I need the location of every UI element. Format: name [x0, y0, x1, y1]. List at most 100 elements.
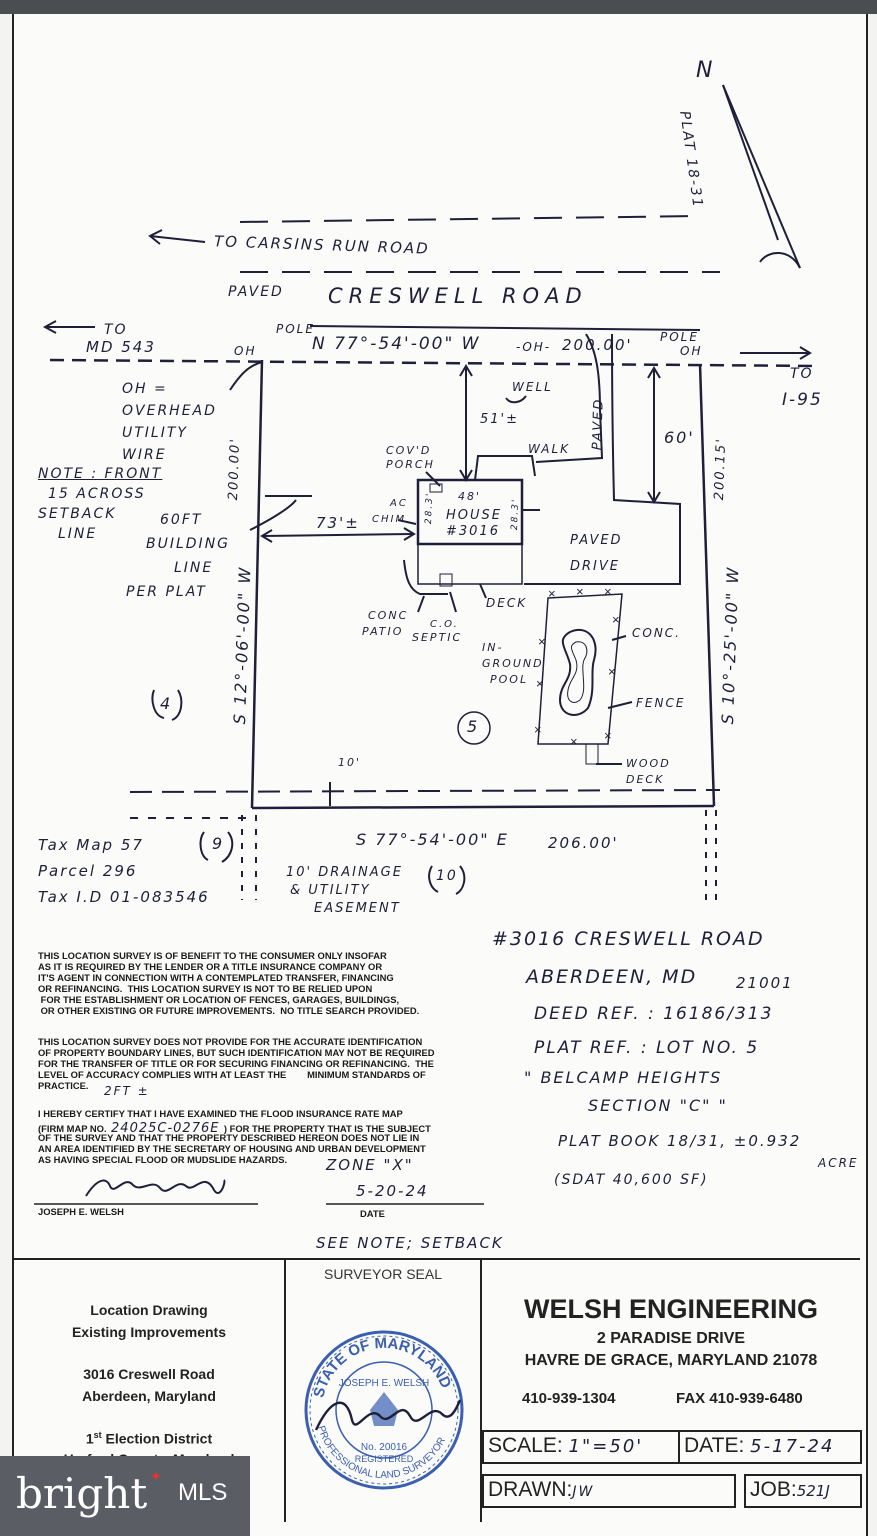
paved-drive-text: PAVED [570, 533, 623, 548]
legal-paragraph-3b: (FIRM MAP NO. 24025C-0276E ) FOR THE PRO… [38, 1119, 431, 1137]
to-md-label: TO [104, 322, 128, 338]
wood-deck-text: DECK [626, 773, 665, 786]
sdat-area: (SDAT 40,600 SF) [554, 1172, 709, 1188]
deck-box [439, 573, 453, 587]
wood-deck-box [585, 743, 599, 765]
north-label: N [696, 58, 715, 83]
concrete-label: CONC. [632, 626, 681, 640]
firm-map-number: 24025C-0276E [111, 1121, 220, 1136]
fence-mark: × [612, 612, 620, 627]
fence-label: FENCE [636, 696, 686, 710]
i95-label: I-95 [782, 390, 823, 410]
firm-phone: 410-939-1304 [522, 1390, 616, 1407]
building-line-text: BUILDING [146, 536, 231, 552]
porch-leader [425, 471, 441, 487]
lot-10-paren [428, 865, 466, 895]
arrow-i95-head [799, 346, 812, 360]
arrow-carsins-head [148, 229, 163, 245]
front-oh: -OH- [516, 340, 552, 354]
subdivision: " BELCAMP HEIGHTS [524, 1068, 723, 1087]
drawing-address: 3016 Creswell Road [83, 1366, 215, 1382]
house-rear [417, 543, 523, 585]
scale-value: 1"=50' [568, 1436, 644, 1457]
tax-id: Tax I.D 01-083546 [38, 888, 210, 906]
oh-right-label: OH [680, 344, 703, 358]
property-zip: 21001 [736, 974, 794, 992]
rear-property-line [251, 804, 715, 810]
district-label: Election District [105, 1430, 213, 1447]
fence-mark: × [548, 586, 556, 601]
drawn-cell: DRAWN:JW [482, 1474, 736, 1508]
septic-text: C.O. [430, 619, 459, 630]
seal-label: SURVEYOR SEAL [323, 1266, 442, 1282]
drawing-subtype: Existing Improvements [71, 1324, 227, 1340]
fence-mark: × [534, 722, 542, 737]
surveyor-name: JOSEPH E. WELSH [38, 1206, 124, 1217]
signature-date: 5-20-24 [356, 1182, 429, 1200]
firm-city: HAVRE DE GRACE, MARYLAND 21078 [524, 1352, 818, 1369]
setback-note-line: SETBACK [38, 506, 117, 522]
patio-text: CONC [368, 609, 409, 622]
firm-street: 2 PARADISE DRIVE [596, 1330, 746, 1347]
road-edge-top [239, 215, 701, 223]
lot-5-label: 5 [467, 717, 480, 736]
flood-zone: ZONE "X" [326, 1156, 414, 1174]
front-bearing: N 77°-54'-00" W [312, 334, 481, 354]
legal-paragraph-3c: OF THE SURVEY AND THAT THE PROPERTY DESC… [38, 1132, 426, 1165]
rear-setback-label: 10' [338, 756, 362, 769]
firm-name: WELSH ENGINEERING [523, 1294, 819, 1324]
seal-license-number: No. 20016 [361, 1442, 408, 1453]
paved-drive-label: PAVED DRIVE [570, 528, 623, 580]
drawn-value: JW [572, 1484, 595, 1500]
lot-9-paren [199, 831, 234, 863]
legal-firm-suffix: ) FOR THE PROPERTY THAT IS THE SUBJECT [223, 1123, 431, 1134]
well-leader [505, 395, 527, 404]
north-arrow-line-2 [722, 84, 801, 269]
firm-panel: WELSH ENGINEERING 2 PARADISE DRIVE HAVRE… [482, 1260, 862, 1522]
patio-text: PATIO [362, 625, 404, 638]
bright-logo-star-icon: ✦ [150, 1468, 162, 1484]
surveyor-signature [85, 1179, 226, 1197]
house-depth-right: 28.3' [510, 497, 522, 531]
house-label: HOUSE #3016 [446, 508, 502, 540]
seal-state-text: STATE OF MARYLAND [310, 1335, 454, 1400]
bright-mls-watermark: bright ✦ MLS [0, 1456, 250, 1536]
ac-label: AC [390, 498, 408, 509]
fence-mark: × [538, 634, 546, 649]
deed-reference: DEED REF. : 16186/313 [534, 1004, 774, 1024]
dim-side-arrow-right [403, 527, 416, 541]
porch-box [429, 483, 443, 493]
acre-label: ACRE [818, 1156, 859, 1170]
patio-outline [403, 559, 448, 595]
seal-signature [314, 1399, 462, 1431]
pool-inner [567, 641, 588, 703]
building-line-text: LINE [174, 560, 214, 576]
well-label: WELL [512, 380, 553, 394]
district-suffix: st [93, 1430, 102, 1440]
ac-leader [397, 519, 417, 525]
chimney-label: CHIM [372, 514, 407, 525]
septic-leader [449, 591, 457, 613]
seal-panel: SURVEYOR SEAL STATE OF MARYLAND JOSEPH E… [286, 1260, 482, 1522]
septic-label: C.O. SEPTIC [412, 618, 462, 645]
tax-map: Tax Map 57 [38, 836, 144, 854]
dim-side-arrow-left [260, 529, 273, 543]
drawn-label: DRAWN: [488, 1478, 573, 1501]
site-plan: ××× ××× ××× × [34, 84, 821, 1205]
title-block: Location Drawing Existing Improvements 3… [14, 1258, 862, 1522]
setback-note-line: NOTE : FRONT [38, 466, 163, 482]
rear-dashed-line [129, 789, 721, 793]
dim-side-setback [263, 533, 413, 537]
arrow-md543-head [42, 320, 57, 334]
pole-left-label: POLE [276, 322, 315, 336]
fence-mark: × [604, 728, 612, 743]
covered-porch-text: PORCH [386, 458, 435, 471]
setback-note-line: LINE [58, 526, 98, 542]
property-city: ABERDEEN, MD [526, 966, 698, 988]
seal-surveyor-name: JOSEPH E. WELSH [339, 1378, 430, 1389]
pool-text: POOL [490, 673, 529, 686]
pool-text: IN- [482, 641, 504, 654]
house-label-text: #3016 [446, 524, 500, 539]
fence-mark: × [604, 584, 612, 599]
fence-mark: × [608, 664, 616, 679]
